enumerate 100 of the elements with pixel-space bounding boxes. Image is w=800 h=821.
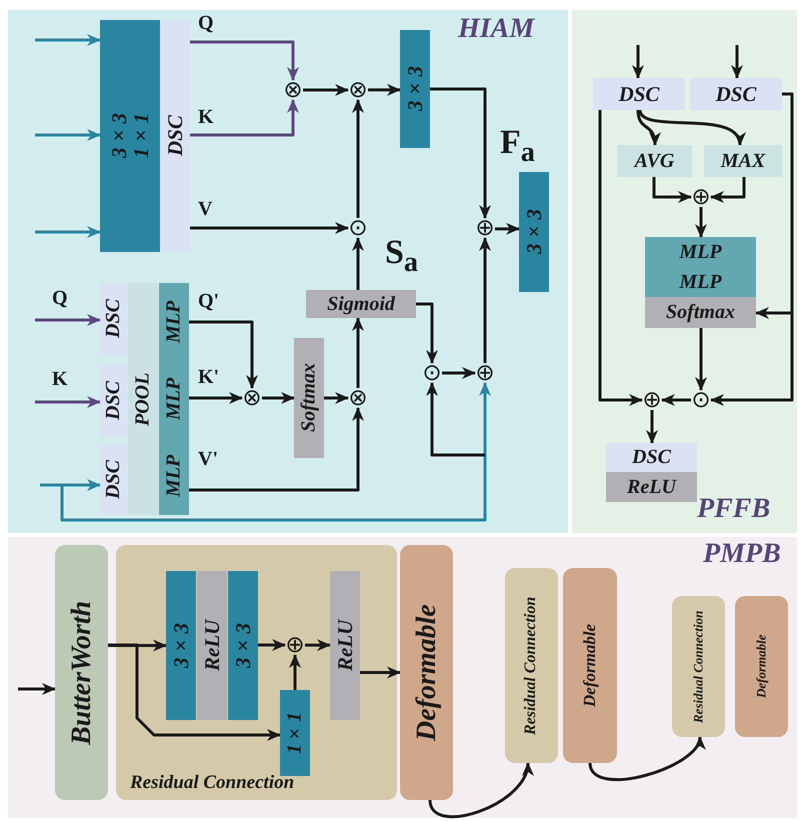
arrow	[352, 237, 364, 290]
block-label: Deformable	[581, 624, 599, 708]
dot-product-operator: ⊙	[348, 218, 368, 238]
arrow	[189, 407, 364, 492]
block-label: MLP	[164, 377, 184, 420]
add-operator: ⊕	[642, 390, 662, 410]
dsc-block	[100, 445, 127, 515]
block-label: DSC	[618, 82, 660, 106]
arrow	[598, 110, 643, 406]
block-label: 1×1	[284, 712, 306, 754]
block-label: ReLU	[627, 476, 676, 498]
pool-block	[128, 283, 158, 515]
block-label: Residual Connection	[523, 596, 540, 735]
mlp-block	[159, 283, 189, 360]
block-label: 3×3	[170, 623, 192, 668]
block-label: AVG	[634, 150, 674, 172]
arrow	[646, 410, 658, 444]
avg-pool-block	[617, 145, 692, 177]
edge-label: K	[52, 368, 68, 391]
relu-block	[197, 571, 227, 720]
add-operator: ⊕	[285, 635, 305, 655]
block-label: Deformable	[754, 634, 768, 698]
arrow	[35, 314, 101, 326]
arrow	[632, 45, 644, 79]
edge-label: Q	[52, 287, 68, 310]
arrow	[661, 394, 691, 406]
block-label: MAX	[720, 150, 766, 172]
block-label: DSC	[103, 382, 124, 420]
sigmoid-block	[306, 290, 416, 318]
arrow	[35, 129, 101, 141]
arrow	[442, 367, 476, 379]
arrow	[303, 84, 349, 96]
edge-label: K'	[198, 366, 220, 389]
relu-block	[606, 472, 697, 502]
arrow	[189, 392, 243, 404]
block-label: Softmax	[666, 302, 735, 323]
relu-block	[330, 571, 360, 720]
block-label: Softmax	[298, 364, 320, 432]
residual-block	[505, 568, 558, 763]
arrow	[695, 207, 707, 238]
dsc-block	[160, 20, 190, 252]
softmax-block	[645, 297, 756, 328]
block-label: DSC	[103, 460, 124, 500]
arrow	[262, 392, 295, 404]
module-panel	[8, 10, 568, 533]
block-label: MLP	[164, 454, 184, 498]
block-label: 3×3	[522, 210, 546, 254]
block-label: DSC	[164, 116, 186, 156]
block-label: POOL	[132, 372, 154, 426]
arrow	[108, 640, 167, 652]
block-label: Sigmoid	[327, 294, 395, 314]
dsc-block	[100, 283, 127, 355]
block-label: ReLU	[334, 620, 356, 672]
block-label: DSC	[716, 82, 756, 106]
arrow	[652, 177, 692, 203]
conv-block	[166, 571, 196, 720]
panel-title: PMPB	[703, 539, 781, 568]
conv-block	[100, 20, 160, 252]
arrow	[368, 84, 401, 96]
arrow	[305, 639, 331, 652]
arrow	[428, 762, 532, 818]
arrow	[190, 222, 349, 234]
block-label: MLP	[164, 300, 184, 343]
arrow	[352, 99, 364, 218]
arrow	[189, 320, 258, 389]
add-operator: ⊕	[691, 187, 711, 207]
block-label: DSC	[632, 447, 671, 468]
arrow	[710, 177, 746, 203]
edge-label: Q'	[198, 290, 220, 313]
arrow	[360, 666, 401, 678]
arrow	[35, 34, 101, 46]
arrow	[426, 382, 485, 456]
arrow	[35, 396, 101, 408]
arrow	[430, 88, 491, 219]
conv-block	[400, 30, 430, 148]
block-label: 3×3	[108, 114, 130, 158]
multiply-operator: ⊗	[348, 388, 368, 408]
arrow	[695, 328, 707, 391]
add-operator: ⊕	[475, 363, 495, 383]
panel-title: HIAM	[458, 14, 534, 44]
mlp-block	[645, 267, 756, 297]
arrow	[416, 302, 438, 364]
dot-product-operator: ⊙	[422, 363, 442, 383]
deformable-block	[563, 568, 617, 763]
arrow	[190, 40, 299, 81]
block-label: ReLU	[200, 620, 224, 672]
dsc-block	[593, 78, 685, 110]
block-label: 3×3	[232, 623, 254, 668]
block-label: Deformable	[412, 604, 442, 741]
block-label: DSC	[103, 300, 124, 338]
arrow	[494, 222, 520, 235]
module-panel	[572, 10, 797, 533]
block-label: Residual Connection	[692, 610, 706, 723]
dsc-block	[606, 443, 697, 472]
arrow	[35, 226, 101, 238]
arrow	[258, 639, 286, 651]
dot-product-operator: ⊙	[691, 390, 711, 410]
deformable-block	[400, 545, 453, 800]
filter-block	[55, 545, 108, 800]
arrow	[108, 644, 281, 741]
